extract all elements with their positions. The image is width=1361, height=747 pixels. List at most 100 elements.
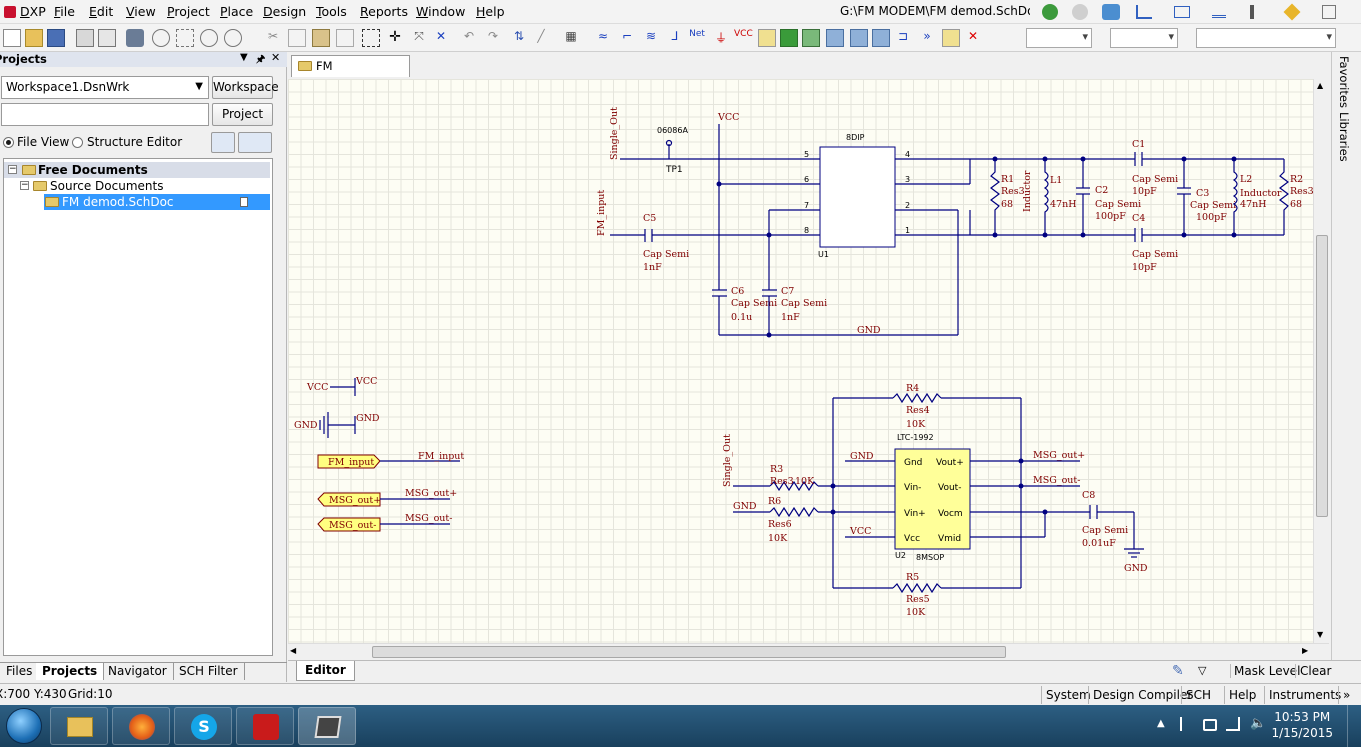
save-icon[interactable] — [47, 29, 65, 47]
taskbar-clock[interactable]: 10:53 PM 1/15/2015 — [1271, 709, 1333, 741]
menu-design[interactable]: Design — [263, 4, 307, 19]
undo-icon[interactable]: ↶ — [463, 29, 475, 43]
place-wire-icon[interactable]: ≈ — [597, 29, 609, 43]
copy-icon[interactable] — [288, 29, 306, 47]
sheet-symbol-icon[interactable] — [780, 29, 798, 47]
tab-favorites[interactable]: Favorites — [1337, 56, 1351, 108]
forward-nav-icon[interactable] — [1072, 4, 1088, 20]
sheet-entry-icon[interactable] — [802, 29, 820, 47]
move-icon[interactable]: ✛ — [389, 29, 401, 45]
harness-connector-icon[interactable] — [850, 29, 868, 47]
menu-reports[interactable]: Reports — [360, 4, 408, 19]
show-hidden-icons-icon[interactable]: ▲ — [1157, 718, 1165, 729]
signal-harness-icon[interactable]: ≋ — [645, 29, 657, 43]
layers-icon[interactable] — [126, 29, 144, 47]
panel-tool-button-1[interactable] — [211, 132, 235, 153]
workspace-button[interactable]: Workspace — [212, 76, 279, 99]
tree-row-file[interactable]: FM demod.SchDoc — [44, 194, 270, 210]
workspace-select[interactable]: Workspace1.DsnWrk ▼ — [1, 76, 209, 99]
power-tray-icon[interactable] — [1203, 719, 1217, 731]
zoom-menu-icon[interactable] — [224, 29, 242, 47]
panel-menu-icon[interactable]: ▼ — [240, 52, 248, 63]
bar-icon-a[interactable] — [1136, 5, 1152, 19]
status-design-compiler-button[interactable]: Design Compiler — [1088, 686, 1196, 704]
new-file-icon[interactable] — [3, 29, 21, 47]
no-erc-icon[interactable]: ✕ — [967, 29, 979, 43]
print-icon[interactable] — [76, 29, 94, 47]
volume-tray-icon[interactable]: 🔈 — [1250, 716, 1267, 731]
hierarchy-icon[interactable]: ⇅ — [513, 29, 525, 43]
flag-tray-icon[interactable] — [1180, 717, 1192, 731]
file-view-radio[interactable] — [3, 137, 14, 148]
project-button[interactable]: Project — [212, 103, 273, 126]
signal-tray-icon[interactable] — [1226, 717, 1240, 731]
clear-button[interactable]: Clear — [1295, 664, 1335, 678]
taskbar-skype-icon[interactable]: S — [174, 707, 232, 745]
tab-files[interactable]: Files — [0, 663, 40, 680]
schematic-canvas[interactable]: .w { stroke: #000080; stroke-width: 1.2;… — [288, 79, 1313, 643]
u1-body[interactable] — [819, 146, 896, 248]
gnd-port-icon[interactable]: ⏚ — [714, 31, 727, 45]
tree-row-free-documents[interactable]: − Free Documents — [4, 162, 270, 178]
document-tab[interactable]: FM demod.SchDoc — [291, 55, 410, 93]
editor-tab[interactable]: Editor — [296, 661, 355, 681]
menu-dxp[interactable]: DXP — [20, 4, 46, 19]
taskbar-acrobat-icon[interactable] — [236, 707, 294, 745]
bar-icon-c[interactable] — [1212, 6, 1226, 18]
zoom-selected-icon[interactable] — [200, 29, 218, 47]
status-overflow-icon[interactable]: » — [1338, 686, 1354, 704]
cut-icon[interactable]: ✂ — [267, 29, 279, 43]
tab-sch-filter[interactable]: SCH Filter — [173, 663, 245, 680]
status-help-button[interactable]: Help — [1224, 686, 1260, 704]
open-folder-icon[interactable] — [25, 29, 43, 47]
bus-entry-icon[interactable]: ⅃ — [671, 29, 679, 43]
toolbar-combo-1[interactable] — [1026, 28, 1092, 48]
mask-level-button[interactable]: Mask Level — [1230, 664, 1303, 678]
bar-icon-f[interactable] — [1322, 5, 1336, 19]
vcc-port-icon[interactable]: VCC — [734, 29, 753, 39]
menu-edit[interactable]: Edit — [89, 4, 114, 19]
menu-help[interactable]: Help — [476, 4, 505, 19]
status-sch-button[interactable]: SCH — [1181, 686, 1215, 704]
menu-view[interactable]: View — [126, 4, 156, 19]
toolbar-combo-2[interactable] — [1110, 28, 1178, 48]
tree-row-source-documents[interactable]: − Source Documents — [4, 178, 270, 194]
u2-body[interactable] — [894, 448, 971, 550]
taskbar-altium-icon[interactable] — [298, 707, 356, 745]
horizontal-scrollbar[interactable]: ◀ ▶ — [288, 643, 1329, 660]
taskbar-firefox-icon[interactable] — [112, 707, 170, 745]
scroll-down-icon[interactable]: ▼ — [1317, 630, 1324, 639]
select-area-icon[interactable] — [362, 29, 380, 47]
place-directive-icon[interactable] — [942, 29, 960, 47]
rubber-stamp-icon[interactable] — [336, 29, 354, 47]
menu-window[interactable]: Window — [416, 4, 466, 19]
panel-tool-button-2[interactable] — [238, 132, 272, 153]
browse-icon[interactable]: ▦ — [565, 29, 577, 43]
menu-tools[interactable]: Tools — [316, 4, 347, 19]
taskbar-explorer-icon[interactable] — [50, 707, 108, 745]
toolbar-combo-3[interactable] — [1196, 28, 1336, 48]
vertical-scrollbar[interactable]: ▲ ▼ — [1313, 79, 1330, 643]
move-selection-icon[interactable]: ⤧ — [414, 29, 424, 43]
menu-place[interactable]: Place — [220, 4, 254, 19]
bar-icon-b[interactable] — [1174, 6, 1190, 18]
zoom-area-icon[interactable] — [176, 29, 194, 47]
panel-close-icon[interactable]: ✕ — [271, 51, 281, 64]
probe-icon[interactable]: ╱ — [537, 29, 545, 43]
horizontal-scroll-thumb[interactable] — [372, 646, 1006, 658]
scroll-right-icon[interactable]: ▶ — [1302, 646, 1309, 655]
structure-editor-radio[interactable] — [72, 137, 83, 148]
offsheet-connector-icon[interactable]: » — [923, 29, 931, 43]
place-part-icon[interactable] — [758, 29, 776, 47]
back-nav-icon[interactable] — [1042, 4, 1058, 20]
mask-pen-icon[interactable]: ✎ — [1172, 663, 1184, 679]
collapse-icon[interactable]: − — [20, 180, 29, 190]
bar-icon-d[interactable] — [1250, 5, 1254, 19]
place-port-icon[interactable]: ⊐ — [897, 29, 909, 43]
tab-libraries[interactable]: Libraries — [1337, 112, 1351, 162]
menu-file[interactable]: File — [54, 4, 75, 19]
project-input[interactable] — [1, 103, 209, 126]
print-preview-icon[interactable] — [98, 29, 116, 47]
bar-icon-e[interactable] — [1283, 3, 1301, 21]
vertical-scroll-thumb[interactable] — [1316, 235, 1328, 517]
